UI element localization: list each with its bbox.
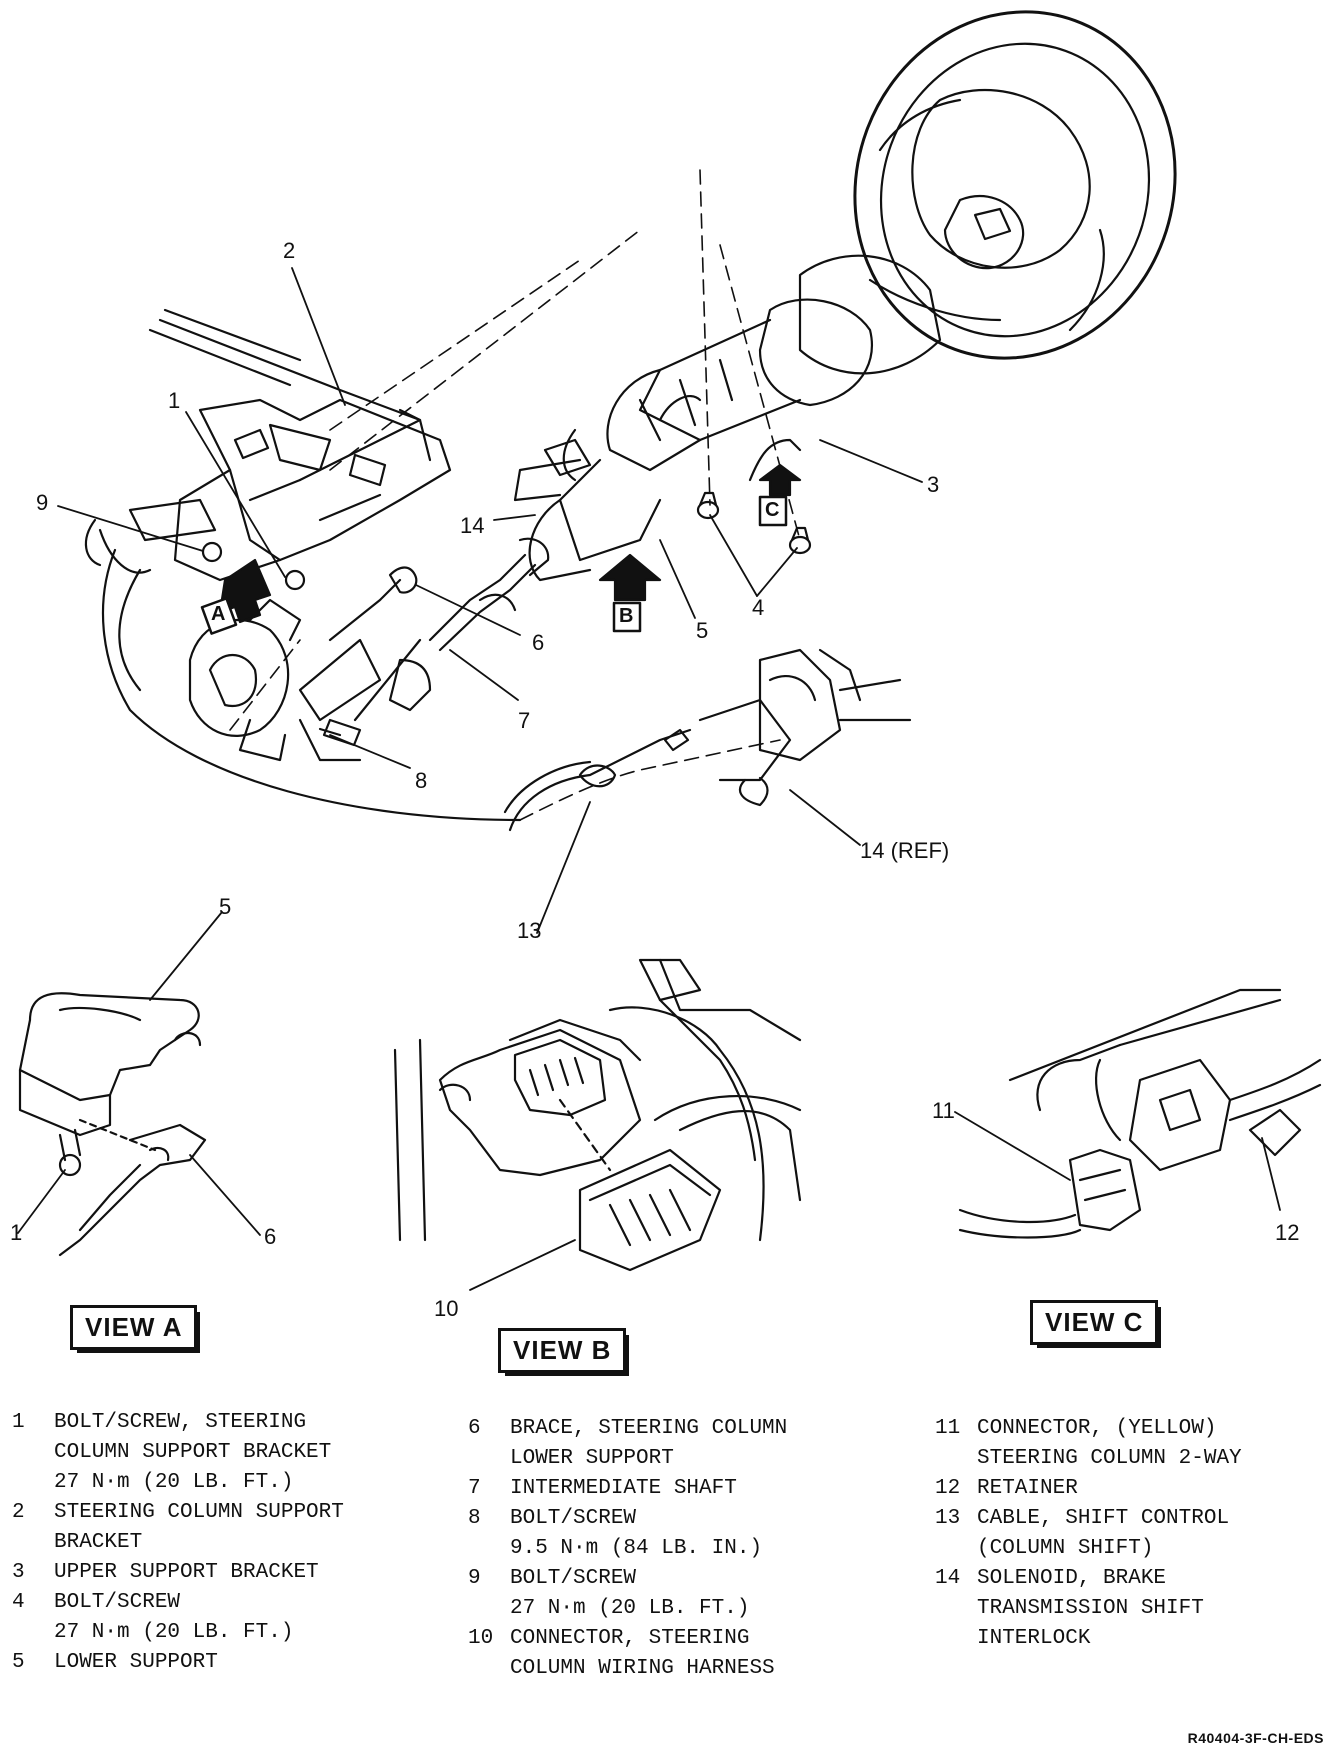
- view-a-detail: [17, 911, 261, 1257]
- legend-entry-5: 5 LOWER SUPPORT: [12, 1648, 402, 1678]
- view-c-detail: [954, 988, 1322, 1239]
- shift-control-cable: [503, 728, 692, 832]
- legend-description: BOLT/SCREW 27 N·m (20 LB. FT.): [54, 1591, 294, 1644]
- legend-number: 5: [12, 1651, 25, 1674]
- arrow-label-c: C: [765, 499, 780, 521]
- legend-description: LOWER SUPPORT: [54, 1651, 218, 1674]
- callout-6: 6: [532, 630, 545, 655]
- upper-support-bracket: [128, 318, 452, 582]
- legend-number: 7: [468, 1477, 481, 1500]
- legend-number: 13: [935, 1507, 961, 1530]
- view-a-label: VIEW A: [70, 1305, 201, 1353]
- intermediate-shaft: [388, 537, 550, 712]
- callout-7: 7: [518, 708, 531, 733]
- callout-5: 5: [696, 618, 709, 643]
- legend-number: 4: [12, 1591, 25, 1614]
- legend-description: RETAINER: [977, 1477, 1078, 1500]
- view-b-callout-10: 10: [434, 1296, 459, 1321]
- arrow-label-a: A: [211, 603, 226, 625]
- leader-lines: [57, 267, 923, 934]
- legend-description: BRACE, STEERING COLUMN LOWER SUPPORT: [510, 1417, 788, 1470]
- bolt-screw-9: [201, 541, 223, 563]
- view-b-detail: [393, 958, 802, 1291]
- arrow-label-boxes: [200, 495, 788, 635]
- legend-description: BOLT/SCREW 9.5 N·m (84 LB. IN.): [510, 1507, 763, 1560]
- legend-entry-14: 14 SOLENOID, BRAKE TRANSMISSION SHIFT INT…: [935, 1564, 1335, 1654]
- legend-description: SOLENOID, BRAKE TRANSMISSION SHIFT INTER…: [977, 1567, 1204, 1650]
- view-b-label: VIEW B: [498, 1328, 630, 1376]
- legend-number: 1: [12, 1411, 25, 1434]
- callout-14-ref: 14 (REF): [860, 838, 950, 863]
- legend-entry-1: 1 BOLT/SCREW, STEERING COLUMN SUPPORT BRA…: [12, 1408, 402, 1498]
- steering-column: [513, 254, 942, 582]
- legend-entry-2: 2 STEERING COLUMN SUPPORT BRACKET: [12, 1498, 402, 1558]
- legend-column-3: 11 CONNECTOR, (YELLOW) STEERING COLUMN 2-…: [935, 1414, 1335, 1654]
- legend-description: INTERMEDIATE SHAFT: [510, 1477, 737, 1500]
- legend-entry-10: 10 CONNECTOR, STEERING COLUMN WIRING HARN…: [468, 1624, 868, 1684]
- legend-number: 8: [468, 1507, 481, 1530]
- legend-entry-7: 7 INTERMEDIATE SHAFT: [468, 1474, 868, 1504]
- legend-number: 6: [468, 1417, 481, 1440]
- legend-number: 3: [12, 1561, 25, 1584]
- legend-entry-9: 9 BOLT/SCREW 27 N·m (20 LB. FT.): [468, 1564, 868, 1624]
- view-a-callout-6: 6: [264, 1224, 277, 1249]
- bolt-screw-4: [696, 491, 812, 555]
- legend-description: BOLT/SCREW 27 N·m (20 LB. FT.): [510, 1567, 750, 1620]
- legend-description: UPPER SUPPORT BRACKET: [54, 1561, 319, 1584]
- legend-description: CABLE, SHIFT CONTROL (COLUMN SHIFT): [977, 1507, 1230, 1560]
- view-c-callout-11: 11: [932, 1098, 955, 1123]
- view-arrows: [218, 463, 802, 624]
- legend-description: STEERING COLUMN SUPPORT BRACKET: [54, 1501, 344, 1554]
- legend-description: BOLT/SCREW, STEERING COLUMN SUPPORT BRAC…: [54, 1411, 332, 1494]
- legend-number: 10: [468, 1627, 494, 1650]
- legend-entry-13: 13 CABLE, SHIFT CONTROL (COLUMN SHIFT): [935, 1504, 1335, 1564]
- legend-entry-11: 11 CONNECTOR, (YELLOW) STEERING COLUMN 2-…: [935, 1414, 1335, 1474]
- legend-column-1: 1 BOLT/SCREW, STEERING COLUMN SUPPORT BRA…: [12, 1408, 402, 1678]
- legend-entry-8: 8 BOLT/SCREW 9.5 N·m (84 LB. IN.): [468, 1504, 868, 1564]
- wiring-harness: [658, 394, 802, 482]
- column-lower-end: [698, 648, 912, 807]
- legend-entry-12: 12 RETAINER: [935, 1474, 1335, 1504]
- legend-number: 9: [468, 1567, 481, 1590]
- legend-number: 2: [12, 1501, 25, 1524]
- legend-description: CONNECTOR, STEERING COLUMN WIRING HARNES…: [510, 1627, 775, 1680]
- callout-4: 4: [752, 595, 765, 620]
- legend-entry-6: 6 BRACE, STEERING COLUMN LOWER SUPPORT: [468, 1414, 868, 1474]
- callout-13: 13: [517, 918, 542, 943]
- callout-9: 9: [36, 490, 49, 515]
- legend-description: CONNECTOR, (YELLOW) STEERING COLUMN 2-WA…: [977, 1417, 1242, 1470]
- legend-number: 11: [935, 1417, 961, 1440]
- dashboard-outline: [84, 308, 522, 822]
- arrow-label-b: B: [619, 605, 634, 627]
- legend-number: 14: [935, 1567, 961, 1590]
- figure-code: R40404-3F-CH-EDS: [1187, 1730, 1324, 1746]
- callout-2: 2: [283, 238, 296, 263]
- legend-entry-4: 4 BOLT/SCREW 27 N·m (20 LB. FT.): [12, 1588, 402, 1648]
- view-c-callout-12: 12: [1275, 1220, 1300, 1245]
- callout-3: 3: [927, 472, 940, 497]
- view-c-label: VIEW C: [1030, 1300, 1162, 1348]
- legend-number: 12: [935, 1477, 961, 1500]
- bolt-screw-8: [318, 718, 362, 747]
- view-a-callout-5: 5: [219, 894, 232, 919]
- legend-column-2: 6 BRACE, STEERING COLUMN LOWER SUPPORT 7 IN…: [468, 1414, 868, 1684]
- callout-8: 8: [415, 768, 428, 793]
- steering-wheel: [853, 10, 1177, 360]
- legend-entry-3: 3 UPPER SUPPORT BRACKET: [12, 1558, 402, 1588]
- bolt-screw-1: [284, 569, 306, 591]
- callout-1: 1: [168, 388, 181, 413]
- view-a-callout-1: 1: [10, 1220, 23, 1245]
- lower-support-brace: [328, 566, 422, 722]
- callout-14: 14: [460, 513, 485, 538]
